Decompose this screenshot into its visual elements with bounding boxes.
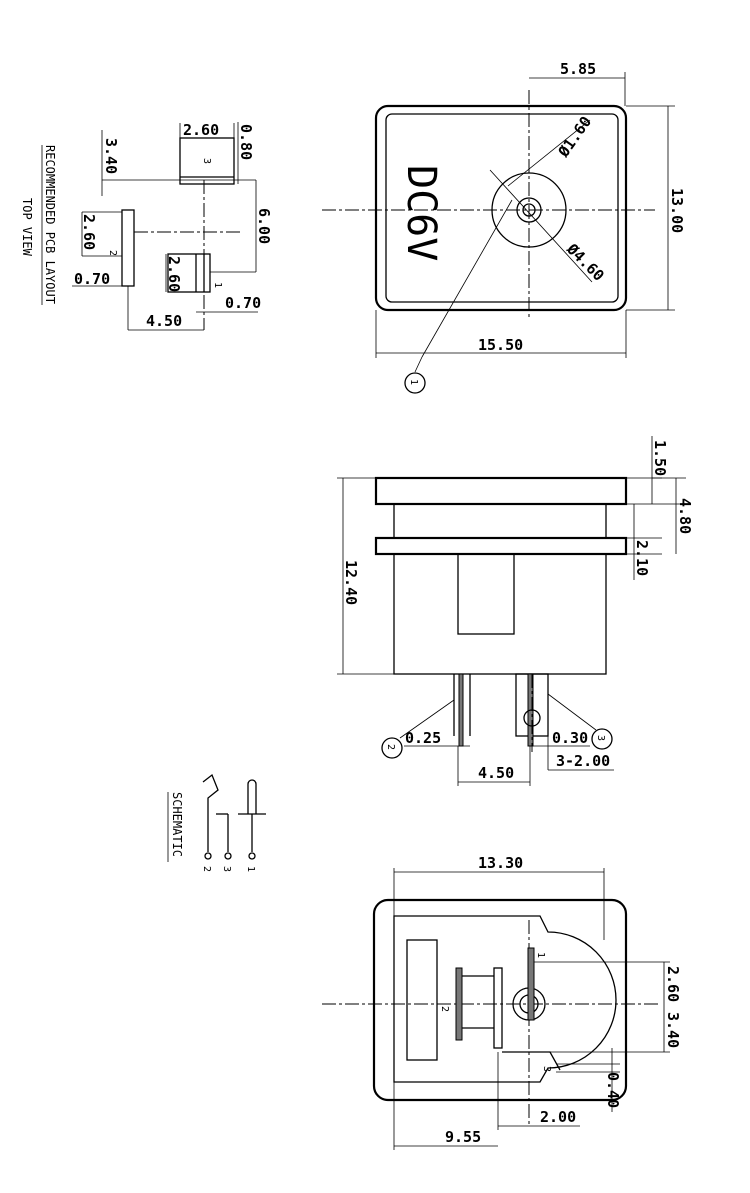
front-dim-dia-4-60: Ø4.60 <box>562 239 607 284</box>
side-view-window <box>457 553 515 635</box>
side-dim-4-80: 4.80 <box>676 498 694 534</box>
side-dim-2-10: 2.10 <box>633 540 651 576</box>
pcb-pad-label-3: 3 <box>201 158 212 164</box>
callout-3 <box>591 728 613 750</box>
callout-2 <box>381 737 403 759</box>
bottom-view-pin-2 <box>455 967 463 1041</box>
pcb-pad-2 <box>121 209 135 287</box>
bottom-pin-label-2: 2 <box>439 1006 450 1012</box>
bottom-dim-0-40: 0.40 <box>604 1072 622 1108</box>
pcb-layout-section: RECOMMENDED PCB LAYOUT TOP VIEW 2.60 0.8… <box>20 121 273 331</box>
bottom-pin-label-1: 1 <box>535 952 546 958</box>
pcb-dim-2-60-right: 2.60 <box>165 256 183 292</box>
bottom-view-body <box>393 915 617 1083</box>
front-dim-13-00: 13.00 <box>668 188 686 233</box>
bottom-dim-2-60: 2.60 <box>664 966 682 1002</box>
pcb-dim-0-80: 0.80 <box>237 124 255 160</box>
side-dim-0-30: 0.30 <box>552 729 588 747</box>
schematic-pin-label-3: 3 <box>221 866 232 872</box>
bottom-dim-9-55: 9.55 <box>445 1128 481 1146</box>
front-dim-dia-1-60: Ø1.60 <box>554 113 595 161</box>
schematic-pin-label-2: 2 <box>201 866 212 872</box>
pcb-pad-1 <box>167 253 211 293</box>
pcb-dim-3-40: 3.40 <box>102 138 120 174</box>
side-view-lower-body <box>393 553 607 675</box>
side-dim-3-2-00: 3-2.00 <box>556 752 610 770</box>
pcb-dim-0-70-left: 0.70 <box>74 270 110 288</box>
side-view-section: 12.40 1.50 4.80 2.10 2 0.25 3 0.30 3-2.0… <box>337 436 694 786</box>
bottom-dim-3-40: 3.40 <box>664 1012 682 1048</box>
bottom-view-pin-1 <box>527 947 535 1021</box>
schematic-center-pin <box>247 779 257 814</box>
bottom-view-section: 1 2 3 13.30 2.60 3.40 0.40 2.00 9.55 <box>322 854 682 1150</box>
pcb-layout-subtitle: TOP VIEW <box>20 198 34 257</box>
callout-1 <box>404 372 426 394</box>
schematic-pin-label-1: 1 <box>245 866 256 872</box>
side-view-flange-top <box>374 476 628 506</box>
bottom-dim-2-00: 2.00 <box>540 1108 576 1126</box>
side-dim-12-40: 12.40 <box>342 560 360 605</box>
bottom-pin-label-3: 3 <box>541 1066 552 1072</box>
front-view-body <box>374 104 628 312</box>
side-dim-1-50: 1.50 <box>651 440 669 476</box>
schematic-section: SCHEMATIC 2 3 1 <box>167 773 266 872</box>
front-dim-15-50: 15.50 <box>478 336 523 354</box>
callout-3-label: 3 <box>595 735 606 741</box>
side-dim-4-50: 4.50 <box>478 764 514 782</box>
pcb-layout-title: RECOMMENDED PCB LAYOUT <box>43 145 57 304</box>
pcb-pad-label-2: 2 <box>107 250 118 256</box>
side-dim-0-25: 0.25 <box>405 729 441 747</box>
pcb-dim-2-60-left: 2.60 <box>80 214 98 250</box>
schematic-switch-contact <box>202 773 219 852</box>
pcb-dim-0-70-right: 0.70 <box>225 294 261 312</box>
pcb-dim-6-00: 6.00 <box>255 208 273 244</box>
side-view-flange-mid <box>374 536 628 556</box>
side-view-pin-2 <box>458 673 464 747</box>
side-view-upper-body <box>393 503 607 539</box>
front-view-section: DC6V Ø1.60 Ø4.60 5.85 13.00 15.50 1 <box>322 60 686 394</box>
bottom-view-flange <box>372 898 628 1102</box>
front-dim-5-85: 5.85 <box>560 60 596 78</box>
callout-1-label: 1 <box>408 379 419 385</box>
front-view-marking: DC6V <box>398 165 444 261</box>
bottom-dim-13-30: 13.30 <box>478 854 523 872</box>
pcb-dim-4-50: 4.50 <box>146 312 182 330</box>
pcb-dim-width-3: 2.60 <box>183 121 219 139</box>
bottom-view-slot <box>406 939 438 1061</box>
pcb-pad-label-1: 1 <box>212 282 223 288</box>
callout-2-label: 2 <box>385 744 396 750</box>
schematic-title: SCHEMATIC <box>170 792 184 857</box>
